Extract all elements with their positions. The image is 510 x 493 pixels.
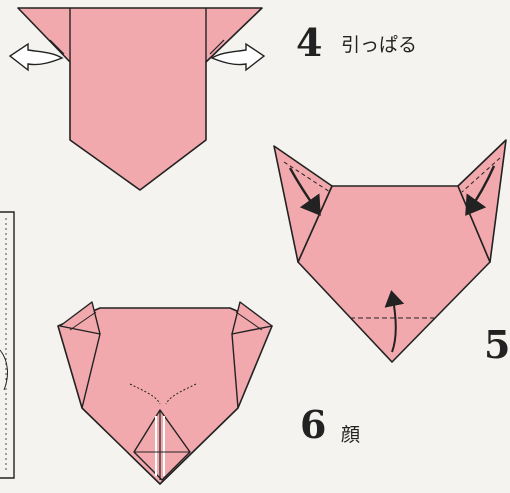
step5-figure: [274, 140, 506, 362]
step4-paper: [18, 8, 262, 190]
step4-left-pull-arrow: [10, 44, 62, 70]
step5-number: 5: [484, 326, 510, 364]
step4-figure: [10, 8, 264, 190]
step6-number: 6: [300, 406, 326, 444]
step4-number: 4: [296, 24, 322, 62]
step6-figure: [58, 302, 272, 484]
side-frame: [0, 212, 14, 478]
step5-paper: [298, 186, 490, 362]
step6-caption: 顔: [341, 426, 360, 445]
step4-caption: 引っぱる: [341, 36, 417, 55]
